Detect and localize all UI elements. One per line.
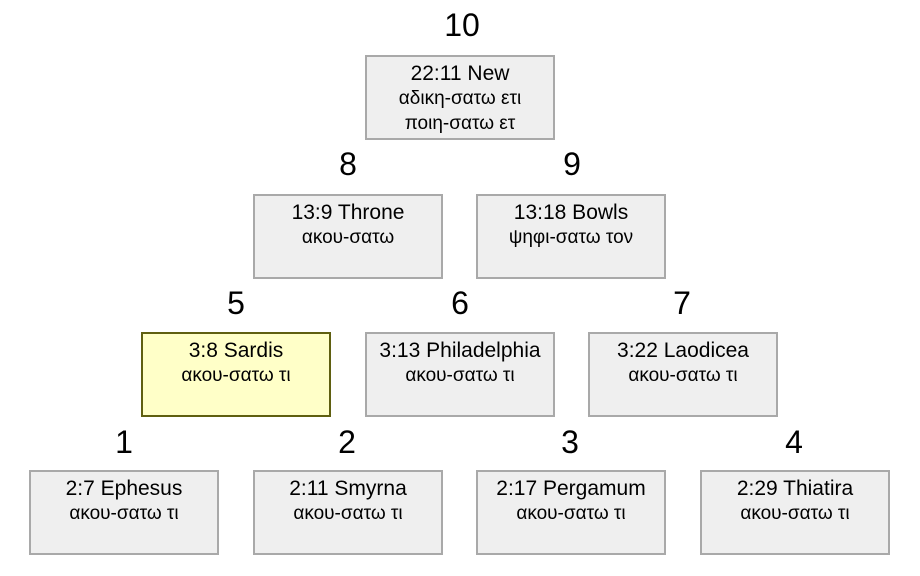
node-box-1: 2:7 Ephesus ακου-σατω τι [29, 470, 219, 555]
node-ref: 13:9 Throne [291, 201, 405, 224]
node-text: ακου-σατω [301, 227, 395, 248]
node-text: ακου-σατω τι [181, 365, 291, 386]
node-ref: 2:29 Thiatira [736, 477, 854, 500]
node-ref: 3:13 Philadelphia [379, 339, 541, 362]
node-ref: 2:7 Ephesus [65, 477, 183, 500]
node-number-8: 8 [339, 146, 357, 182]
node-text: ποιη-σατω ετ [404, 113, 516, 134]
node-ref: 3:8 Sardis [188, 339, 284, 362]
node-text: ακου-σατω τι [516, 503, 626, 524]
node-number-1: 1 [115, 424, 133, 460]
node-number-4: 4 [785, 424, 803, 460]
node-number-2: 2 [338, 424, 356, 460]
node-number-5: 5 [227, 285, 245, 321]
node-number-3: 3 [561, 424, 579, 460]
node-box-6: 3:13 Philadelphia ακου-σατω τι [365, 332, 555, 417]
node-box-7: 3:22 Laodicea ακου-σατω τι [588, 332, 778, 417]
node-number-9: 9 [563, 146, 581, 182]
node-box-2: 2:11 Smyrna ακου-σατω τι [253, 470, 443, 555]
node-box-3: 2:17 Pergamum ακου-σατω τι [476, 470, 666, 555]
node-text: ακου-σατω τι [69, 503, 179, 524]
node-ref: 2:17 Pergamum [496, 477, 646, 500]
node-box-4: 2:29 Thiatira ακου-σατω τι [700, 470, 890, 555]
node-number-7: 7 [673, 285, 691, 321]
node-box-9: 13:18 Bowls ψηφι-σατω τον [476, 194, 666, 279]
node-ref: 2:11 Smyrna [289, 477, 407, 500]
node-text: ψηφι-σατω τον [508, 227, 634, 248]
node-number-10: 10 [444, 7, 480, 43]
node-text: ακου-σατω τι [628, 365, 738, 386]
node-ref: 22:11 New [410, 62, 510, 85]
node-box-10: 22:11 New αδικη-σατω ετι ποιη-σατω ετ [365, 55, 555, 140]
node-ref: 13:18 Bowls [513, 201, 629, 224]
node-ref: 3:22 Laodicea [617, 339, 749, 362]
node-box-5: 3:8 Sardis ακου-σατω τι [141, 332, 331, 417]
node-text: ακου-σατω τι [405, 365, 515, 386]
node-text: ακου-σατω τι [293, 503, 403, 524]
node-text: αδικη-σατω ετι [398, 88, 522, 109]
node-box-8: 13:9 Throne ακου-σατω [253, 194, 443, 279]
node-number-6: 6 [451, 285, 469, 321]
node-text: ακου-σατω τι [740, 503, 850, 524]
